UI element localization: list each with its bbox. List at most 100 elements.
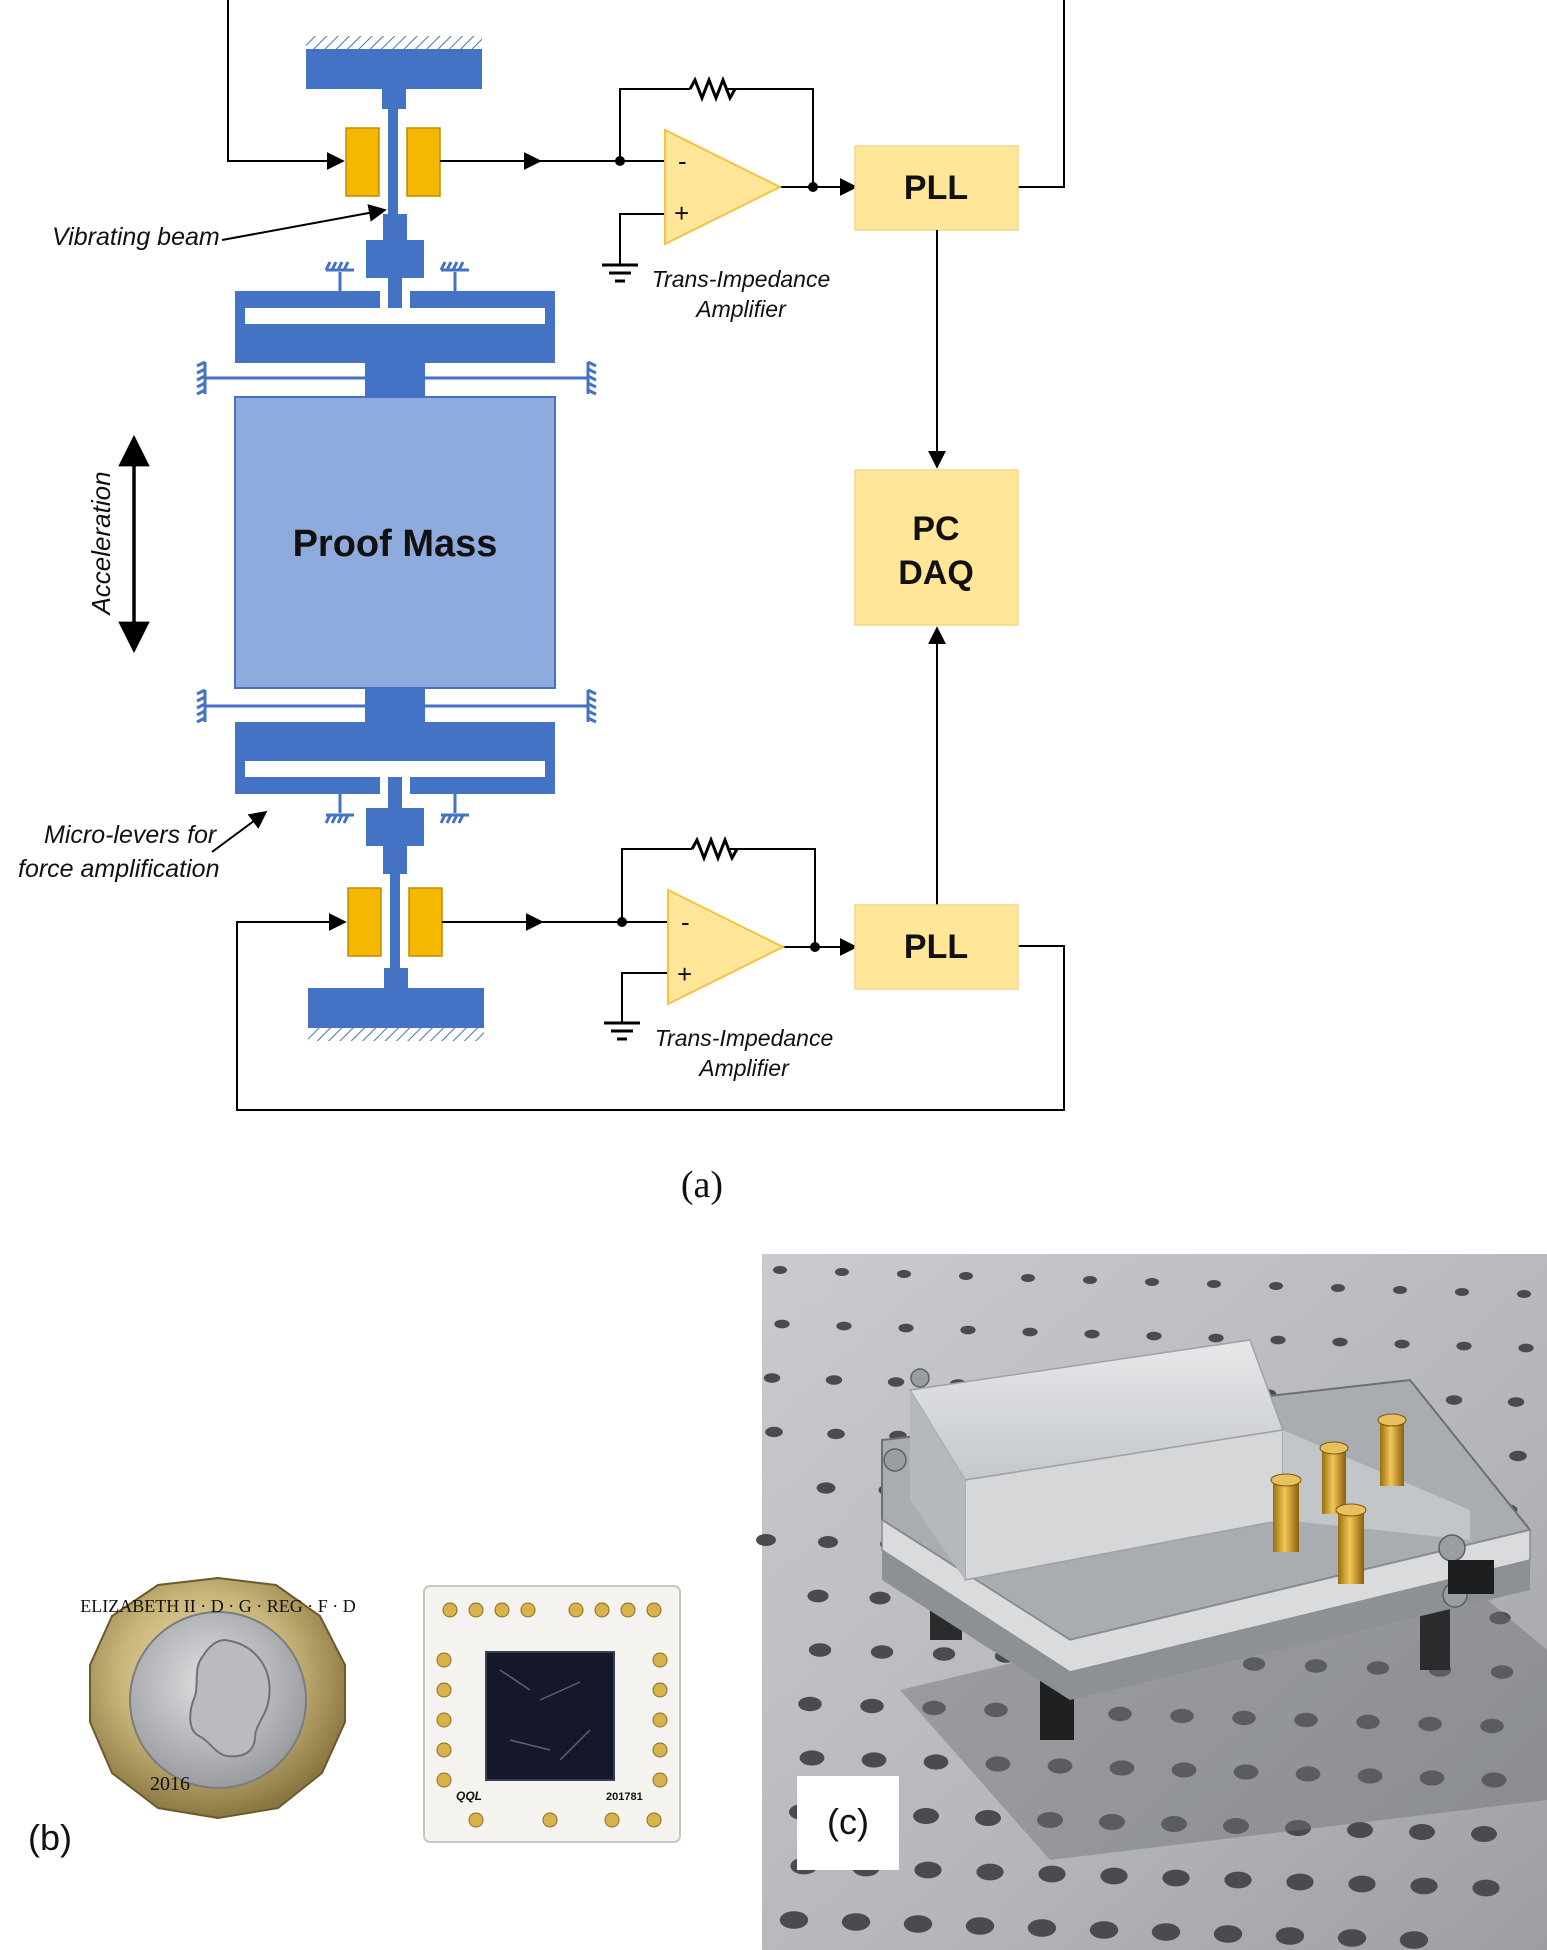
pc-daq-block: [854, 469, 1019, 626]
chip-marking-right: 201781: [606, 1791, 643, 1803]
bottom-beam-pad: [366, 808, 424, 846]
table-hole: [1146, 1331, 1162, 1341]
top-pll-label: PLL: [904, 169, 968, 207]
top-beam-connector: [383, 214, 407, 242]
chip-marking-left: QQL: [456, 1789, 482, 1803]
top-left-electrode: [345, 127, 380, 197]
table-hole: [1275, 1927, 1305, 1945]
table-hole: [1409, 1824, 1435, 1840]
table-hole: [825, 1375, 843, 1385]
table-hole: [1021, 1274, 1035, 1282]
bottom-tia-label-line2: Amplifier: [697, 1055, 790, 1081]
table-hole: [1507, 1397, 1525, 1407]
table-hole: [773, 1266, 787, 1274]
table-hole: [960, 1325, 976, 1335]
table-hole: [1213, 1925, 1243, 1943]
table-hole: [1455, 1288, 1469, 1296]
table-hole: [914, 1861, 942, 1879]
table-hole: [827, 1428, 845, 1440]
micro-levers-label-line2: force amplification: [18, 855, 219, 883]
proof-mass: [234, 396, 556, 689]
table-hole: [1089, 1921, 1119, 1939]
table-hole: [1481, 1772, 1507, 1788]
table-hole: [1161, 1816, 1187, 1832]
bottom-pivot-anchors: [324, 788, 469, 824]
table-hole: [1480, 1718, 1504, 1734]
table-hole: [1145, 1278, 1159, 1286]
table-hole: [1208, 1333, 1224, 1343]
bottom-mass-connector: [365, 688, 425, 722]
table-hole: [1100, 1867, 1128, 1885]
table-hole: [1509, 1450, 1527, 1462]
top-feedback-resistor: [688, 75, 737, 103]
table-hole: [1151, 1923, 1181, 1941]
top-tia-minus: -: [678, 146, 687, 176]
table-hole: [756, 1534, 776, 1546]
top-lever-slot: [245, 308, 545, 324]
table-hole: [1223, 1818, 1249, 1834]
table-hole: [922, 1700, 946, 1716]
top-ground-symbol: [602, 263, 638, 283]
bottom-beam: [390, 874, 400, 974]
top-beam-pad: [366, 240, 424, 278]
sma-connectors: [1270, 1413, 1407, 1584]
coin-legend-text: ELIZABETH II · D · G · REG · F · D: [80, 1596, 355, 1616]
pc-label: PC: [912, 510, 959, 548]
micro-levers-pointer: [211, 810, 268, 853]
table-hole: [1472, 1879, 1500, 1897]
table-hole: [861, 1752, 887, 1768]
table-hole: [897, 1270, 911, 1278]
table-hole: [870, 1645, 894, 1659]
coin-year-text: 2016: [150, 1773, 190, 1795]
vibrating-beam-label: Vibrating beam: [52, 223, 220, 251]
bottom-left-electrode: [347, 887, 382, 957]
bottom-junction-out: [810, 942, 820, 952]
table-hole: [1109, 1760, 1135, 1776]
bottom-tia-plus: +: [677, 959, 692, 989]
top-tia-label-line2: Amplifier: [694, 296, 787, 322]
table-hole: [1270, 1335, 1286, 1345]
table-hole: [1348, 1875, 1376, 1893]
acceleration-label: Acceleration: [86, 471, 116, 616]
table-hole: [1471, 1826, 1497, 1842]
table-hole: [807, 1589, 829, 1603]
table-hole: [1170, 1708, 1194, 1724]
photo-c: (c): [756, 1254, 1547, 1950]
table-hole: [799, 1750, 825, 1766]
table-hole: [1108, 1706, 1132, 1722]
bottom-junction-in: [617, 917, 627, 927]
table-hole: [1286, 1873, 1314, 1891]
bottom-tia-label-line1: Trans-Impedance: [655, 1025, 834, 1051]
bottom-tia-amplifier: [667, 888, 786, 1006]
table-hole: [1304, 1659, 1328, 1673]
table-hole: [965, 1917, 995, 1935]
pound-coin: ELIZABETH II · D · G · REG · F · D 2016: [80, 1576, 356, 1820]
top-tia-label-line1: Trans-Impedance: [652, 266, 831, 292]
mems-structure: Proof Mass: [196, 36, 597, 1041]
bottom-beam-neck: [388, 794, 402, 808]
table-hole: [1224, 1871, 1252, 1889]
bottom-ground-symbol: [604, 1021, 640, 1041]
table-hole: [975, 1810, 1001, 1826]
bottom-lever-slot: [245, 761, 545, 777]
caption-c: (c): [827, 1801, 869, 1842]
top-lever-stem-inner: [388, 291, 402, 308]
table-hole: [1038, 1865, 1066, 1883]
table-hole: [835, 1268, 849, 1276]
table-hole: [1394, 1339, 1410, 1349]
table-hole: [1490, 1665, 1514, 1679]
table-hole: [1027, 1919, 1057, 1937]
table-hole: [779, 1911, 809, 1929]
table-hole: [816, 1482, 836, 1494]
table-hole: [959, 1272, 973, 1280]
table-hole: [1084, 1329, 1100, 1339]
top-beam: [388, 109, 398, 214]
table-hole: [765, 1426, 783, 1438]
table-hole: [841, 1913, 871, 1931]
table-hole: [1357, 1768, 1383, 1784]
photo-b: ELIZABETH II · D · G · REG · F · D 2016 …: [28, 1576, 681, 1858]
table-hole: [860, 1698, 884, 1714]
bottom-right-electrode: [408, 887, 443, 957]
table-hole: [1083, 1276, 1097, 1284]
daq-label: DAQ: [898, 554, 974, 592]
